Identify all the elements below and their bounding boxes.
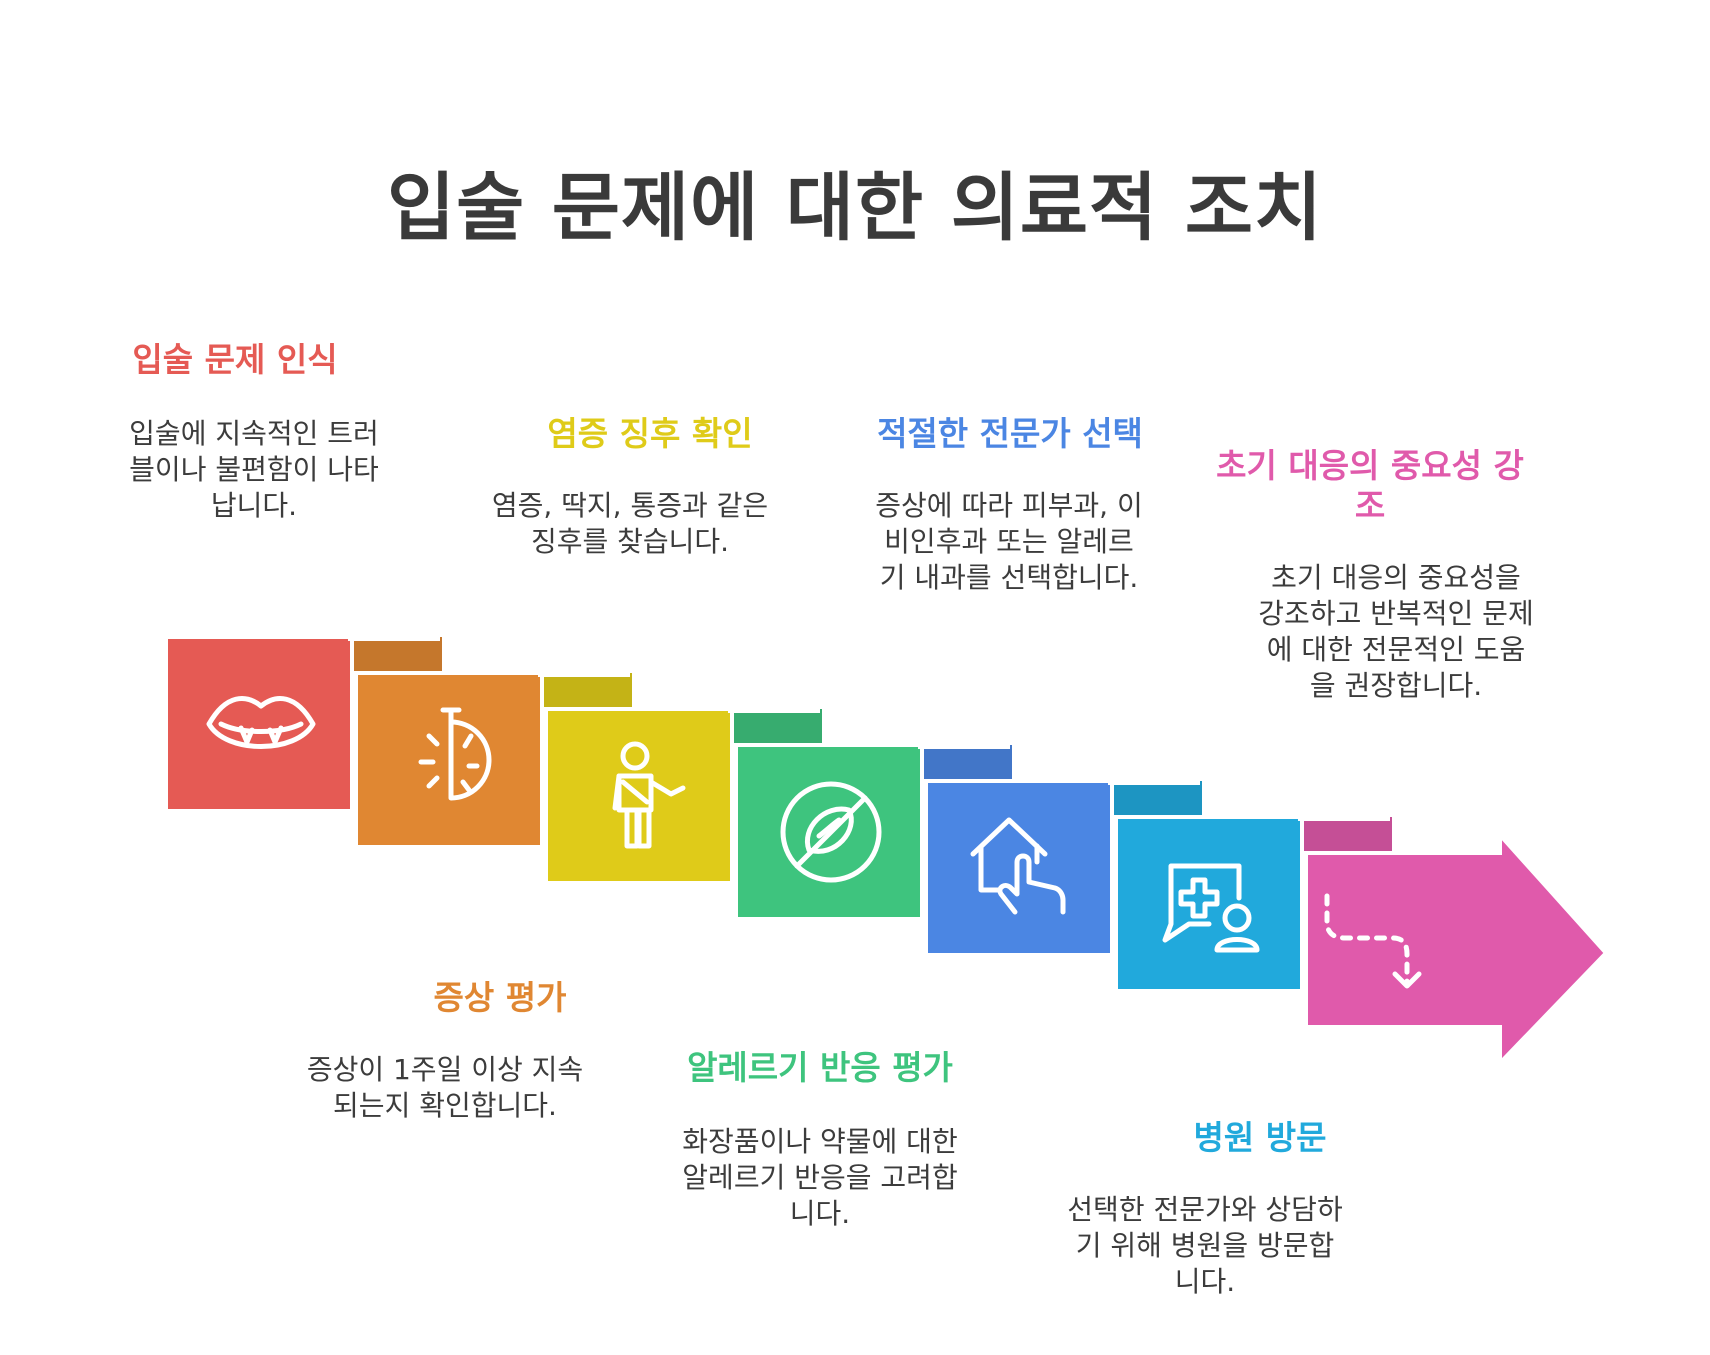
home-touch-icon — [970, 817, 1066, 915]
injured-person-icon — [612, 741, 686, 849]
stopwatch-icon — [418, 707, 492, 801]
step-7-description: 초기 대응의 중요성을 강조하고 반복적인 문제에 대한 전문적인 도움을 권장… — [1258, 561, 1534, 702]
step-3-title: 염증 징후 확인 — [547, 414, 753, 453]
step-5-title: 적절한 전문가 선택 — [877, 414, 1143, 453]
step-7-title: 초기 대응의 중요성 강조 — [1216, 446, 1524, 525]
step-5-description: 증상에 따라 피부과, 이비인후과 또는 알레르기 내과를 선택합니다. — [875, 489, 1143, 594]
step-1-title: 입술 문제 인식 — [132, 340, 338, 379]
lips-icon — [206, 696, 316, 749]
step-2-title: 증상 평가 — [433, 978, 567, 1017]
step-2-description: 증상이 1주일 이상 지속되는지 확인합니다. — [306, 1053, 584, 1122]
medical-consult-icon — [1162, 863, 1260, 953]
no-allergen-icon — [780, 781, 882, 883]
step-3-description: 염증, 딱지, 통증과 같은 징후를 찾습니다. — [491, 489, 769, 558]
step-1-description: 입술에 지속적인 트러블이나 불편함이 나타납니다. — [129, 417, 379, 522]
step-6-title: 병원 방문 — [1193, 1118, 1327, 1157]
step-4-title: 알레르기 반응 평가 — [687, 1048, 953, 1087]
step-1-panel — [164, 635, 440, 813]
dashed-path-arrow-icon — [1324, 893, 1422, 989]
page-title: 입술 문제에 대한 의료적 조치 — [386, 165, 1323, 251]
step-6-description: 선택한 전문가와 상담하기 위해 병원을 방문합니다. — [1067, 1193, 1343, 1298]
step-4-description: 화장품이나 약물에 대한 알레르기 반응을 고려합니다. — [682, 1125, 958, 1230]
step-7-panel — [1304, 829, 1609, 1068]
